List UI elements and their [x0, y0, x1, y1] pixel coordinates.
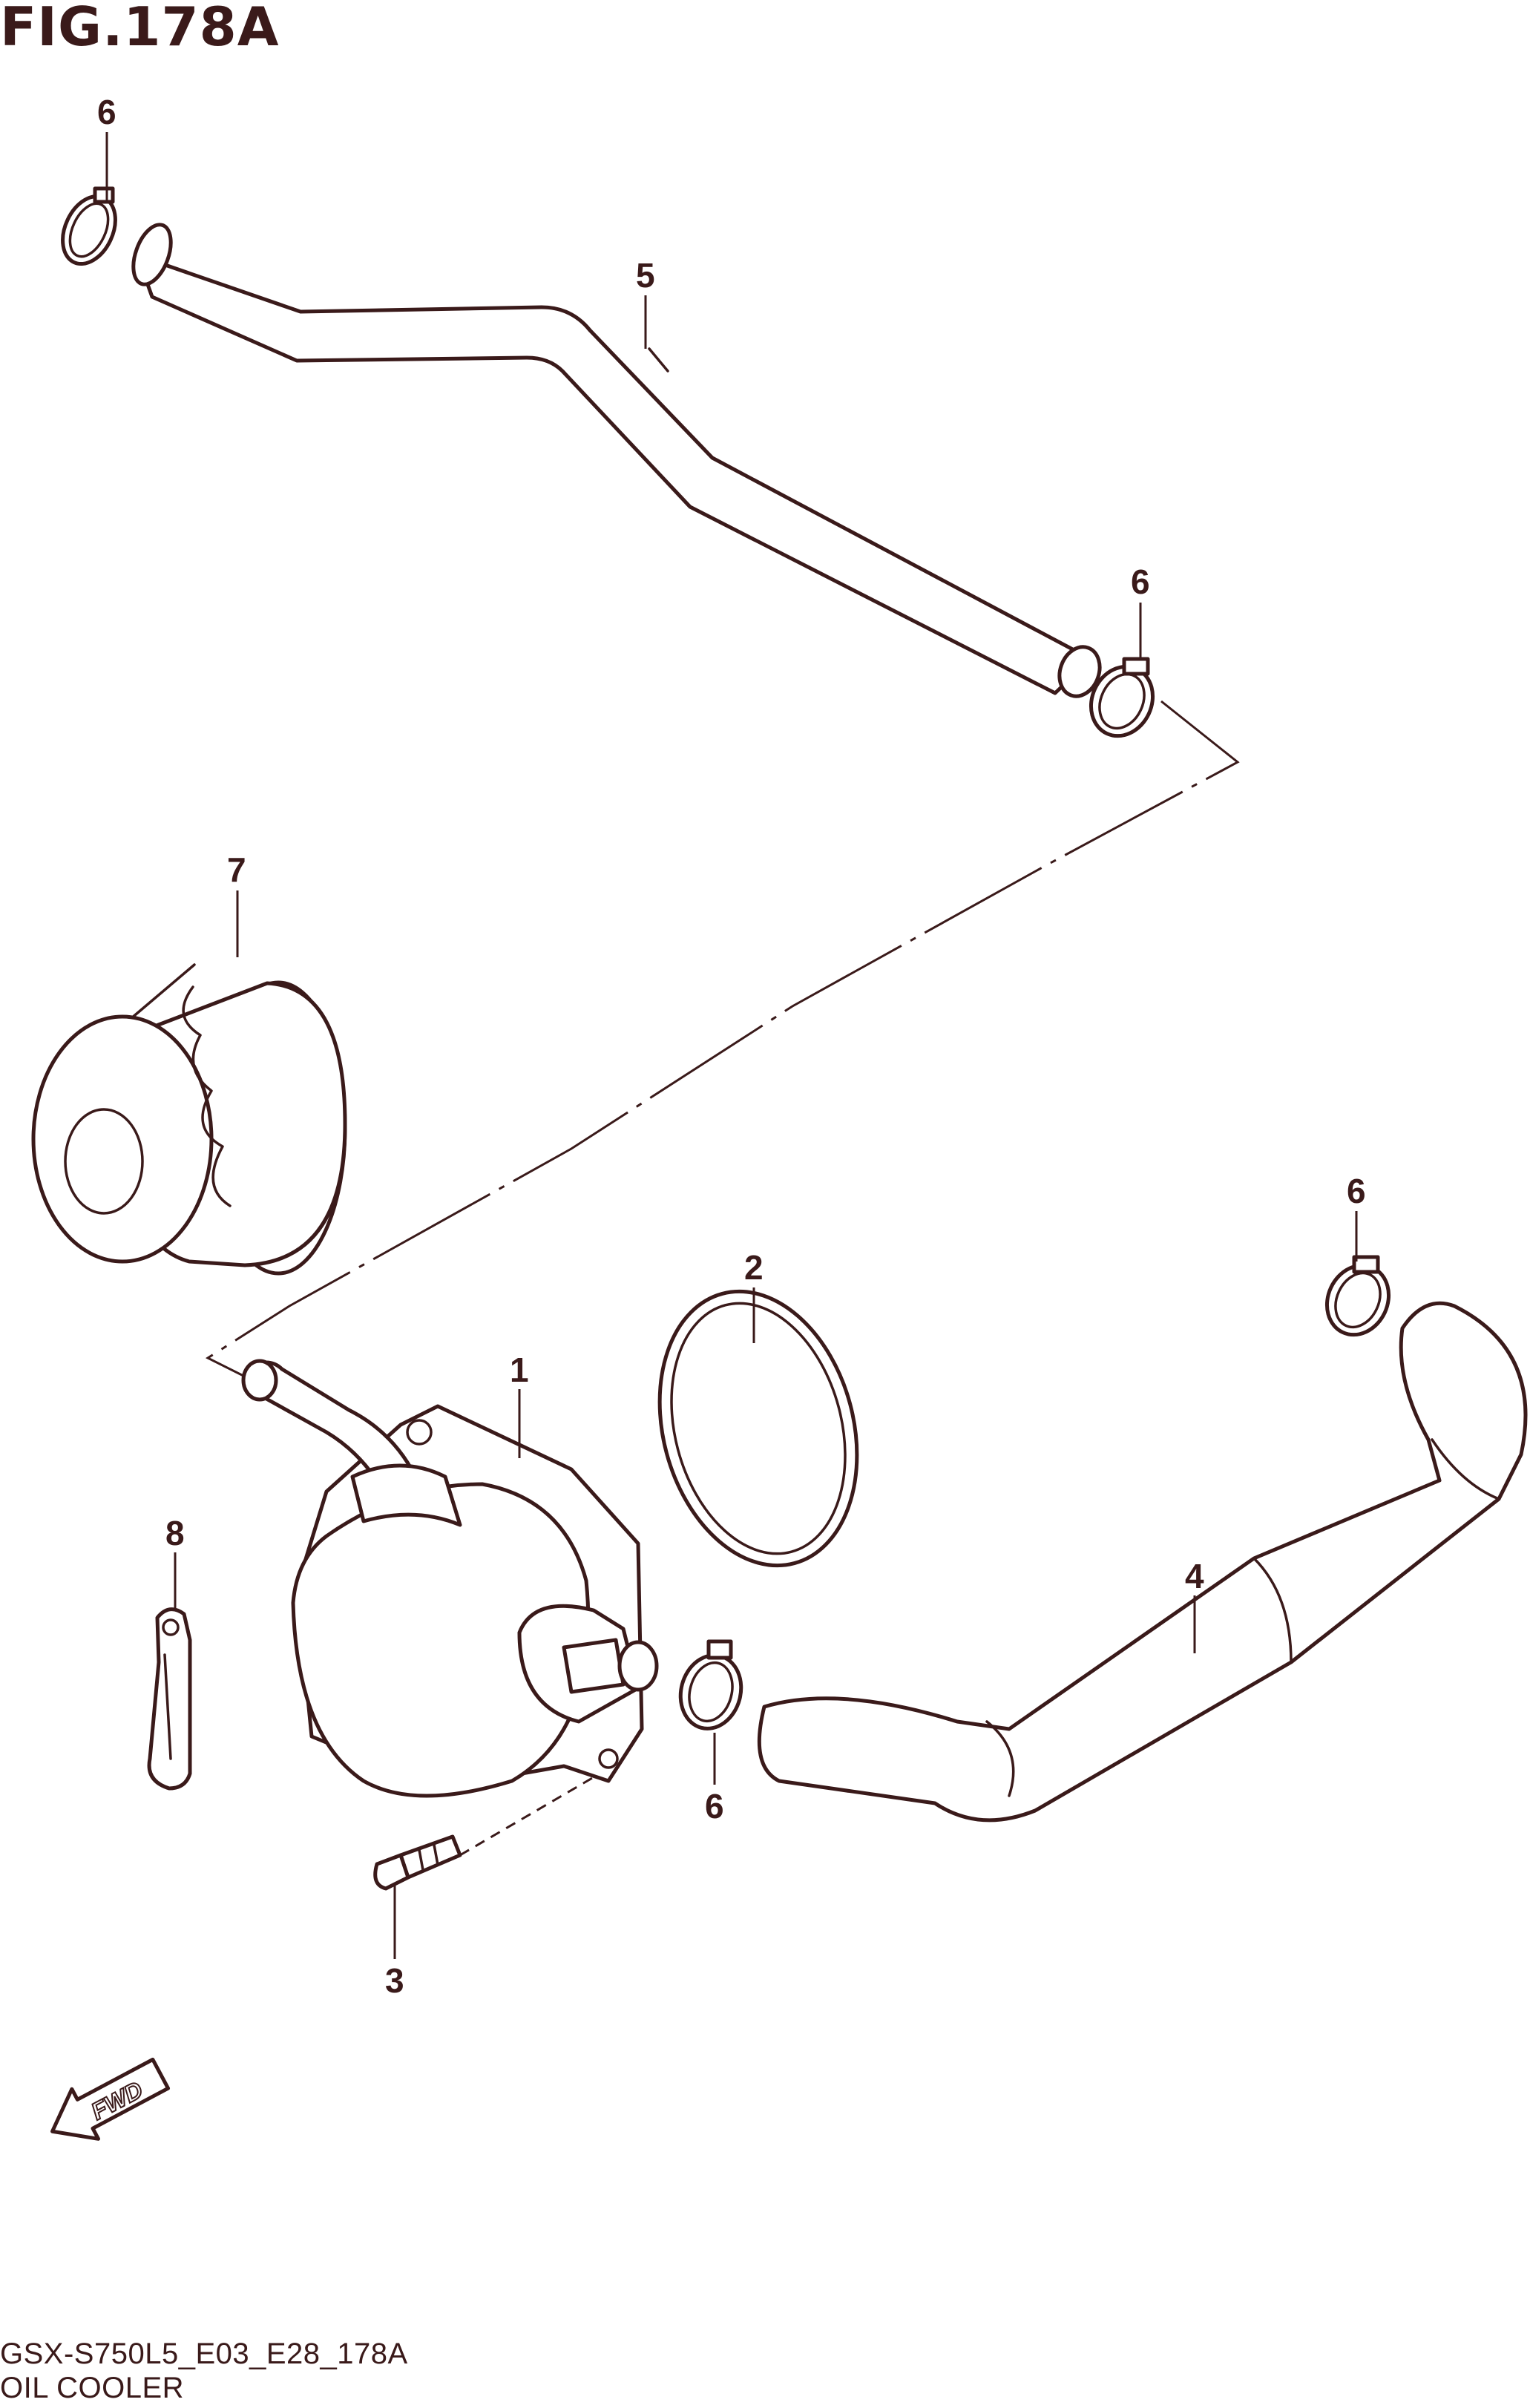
callout-6-lower: 6	[705, 1787, 724, 1825]
figure-code: GSX-S750L5_E03_E28_178A	[0, 2338, 408, 2370]
part-6-clamp-lower[interactable]	[672, 1639, 749, 1736]
part-2-o-ring[interactable]	[631, 1269, 887, 1587]
part-4-lower-hose[interactable]	[757, 1301, 1528, 1823]
part-5-upper-hose[interactable]	[126, 220, 1106, 702]
callout-6-top-left: 6	[97, 93, 116, 131]
figure-title: FIG.178A	[0, 0, 280, 58]
callout-1: 1	[510, 1351, 529, 1389]
callout-6-upper-right: 6	[1131, 562, 1150, 601]
callout-5: 5	[636, 256, 655, 295]
part-8-strap[interactable]	[147, 1607, 192, 1791]
callout-4: 4	[1185, 1557, 1204, 1595]
callout-7: 7	[227, 850, 246, 889]
callout-8: 8	[165, 1514, 185, 1552]
part-6-clamp-top-left[interactable]	[53, 186, 126, 272]
fwd-arrow-icon: FWD	[50, 2057, 171, 2141]
part-6-clamp-upper-right[interactable]	[1080, 657, 1163, 747]
callout-2: 2	[744, 1248, 764, 1287]
callout-3: 3	[385, 1961, 404, 2000]
part-1-oil-cooler[interactable]	[241, 1359, 659, 1798]
assembly-dashed-line	[205, 700, 1240, 1382]
callout-6-mid-right: 6	[1347, 1172, 1366, 1210]
figure-name: OIL COOLER	[0, 2372, 185, 2404]
part-6-clamp-mid-right[interactable]	[1316, 1255, 1399, 1345]
part-7-oil-filter[interactable]	[31, 963, 347, 1276]
part-3-bolt[interactable]	[373, 1834, 462, 1891]
